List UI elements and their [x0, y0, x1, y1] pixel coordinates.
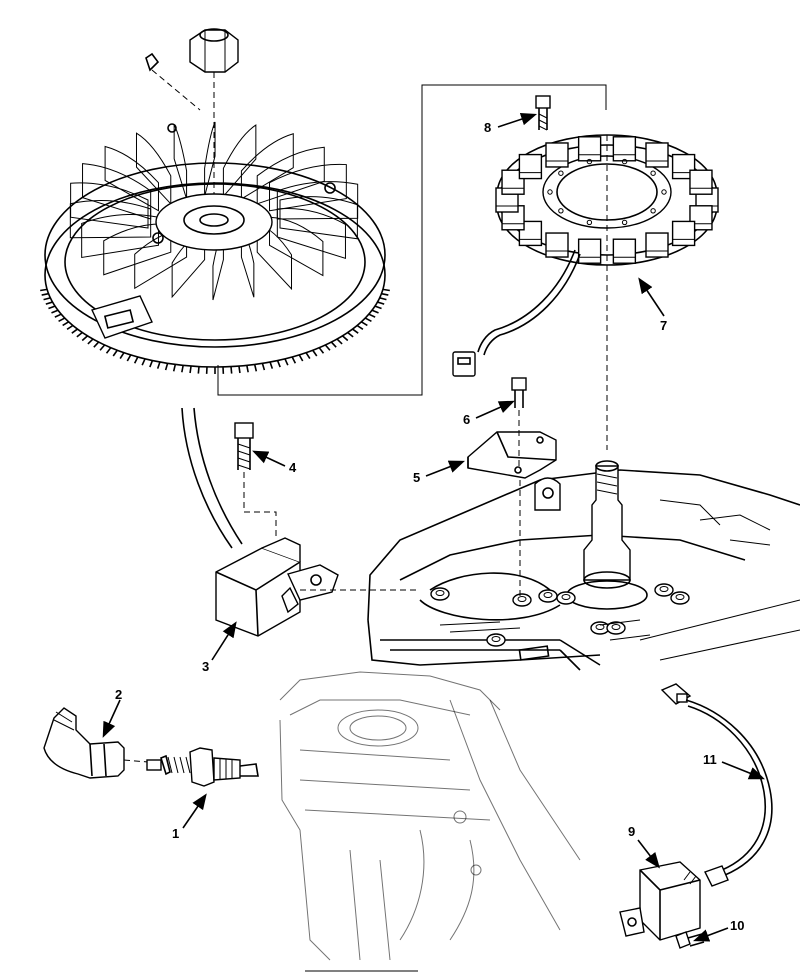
callout-7: 7: [640, 280, 667, 333]
callout-label-1: 1: [172, 826, 179, 841]
spark-plug: [147, 748, 258, 786]
cylinder-block: [280, 672, 580, 960]
ring-gear-teeth: [40, 289, 390, 374]
callout-2: 2: [104, 687, 122, 735]
callout-label-10: 10: [730, 918, 744, 933]
callout-label-7: 7: [660, 318, 667, 333]
callout-label-5: 5: [413, 470, 420, 485]
callout-label-11: 11: [703, 752, 717, 767]
callout-5: 5: [413, 462, 462, 485]
crankcase: [368, 461, 800, 670]
callout-11: 11: [703, 752, 762, 778]
callout-label-6: 6: [463, 412, 470, 427]
callout-3: 3: [202, 624, 235, 674]
callout-label-8: 8: [484, 120, 491, 135]
callout-9: 9: [628, 824, 658, 866]
flywheel-key: [146, 54, 158, 70]
flywheel-nut: [190, 29, 238, 72]
callout-10: 10: [696, 918, 744, 940]
spark-plug-boot: [44, 708, 148, 778]
crankcase-bosses: [431, 584, 689, 646]
callout-4: 4: [255, 452, 297, 475]
callout-8: 8: [484, 115, 534, 135]
stator: [453, 135, 718, 450]
bracket: [468, 432, 556, 478]
voltage-regulator: [620, 862, 700, 940]
callout-label-3: 3: [202, 659, 209, 674]
callout-6: 6: [463, 402, 512, 427]
regulator-screw: [676, 932, 704, 948]
callout-1: 1: [172, 796, 205, 841]
callout-label-4: 4: [289, 460, 297, 475]
ignition-module: [182, 408, 420, 636]
flywheel-magnet: [92, 296, 152, 338]
callout-label-2: 2: [115, 687, 122, 702]
module-bolt: [235, 423, 276, 540]
stator-bolt: [536, 96, 550, 130]
crankshaft: [567, 461, 647, 609]
wire-harness: [662, 684, 772, 886]
callout-label-9: 9: [628, 824, 635, 839]
